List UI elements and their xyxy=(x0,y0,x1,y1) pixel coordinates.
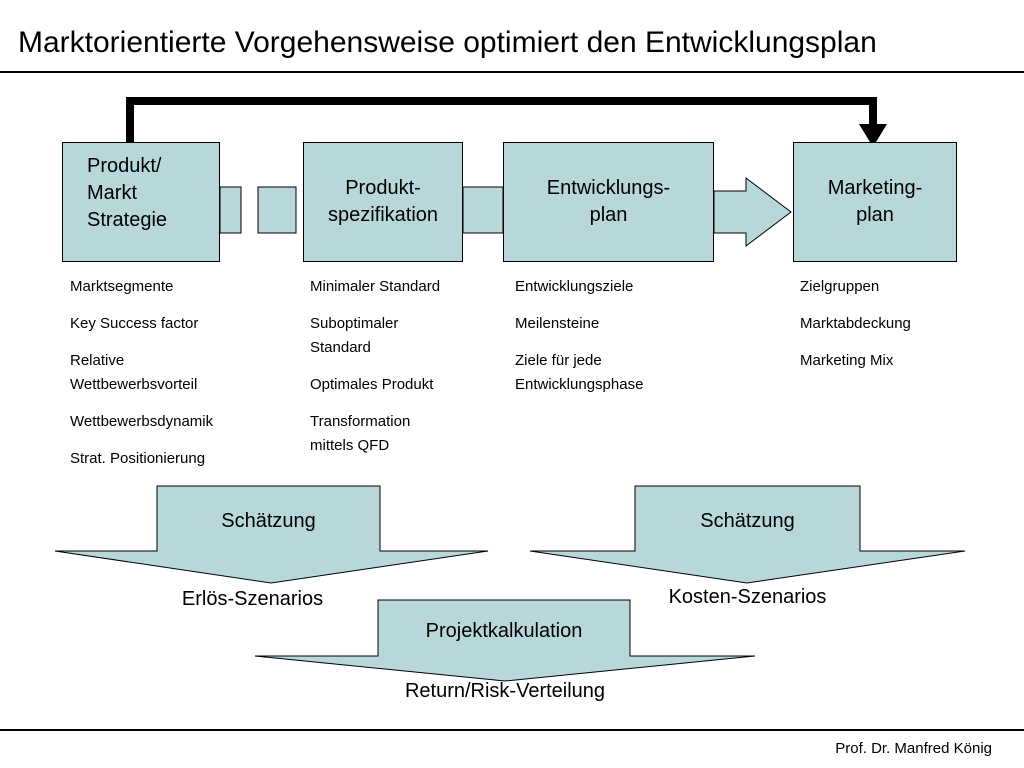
box-marketingplan: Marketing- plan xyxy=(793,142,957,262)
list-item: Minimaler Standard xyxy=(310,278,441,295)
estimation-right-label: Schätzung xyxy=(700,509,795,532)
connector-1a xyxy=(219,186,242,234)
column-spezifikation: Minimaler Standard Suboptimaler Standard… xyxy=(310,275,490,471)
column-entwicklungsplan: Entwicklungsziele Meilensteine Ziele für… xyxy=(515,275,710,410)
result-kosten-szenarios: Kosten-Szenarios xyxy=(668,586,827,608)
result-return-risk-verteilung: Return/Risk-Verteilung xyxy=(404,680,606,702)
estimation-left-label: Schätzung xyxy=(221,509,316,532)
feedback-arrow-line xyxy=(126,97,877,146)
list-item: Optimales Produkt xyxy=(310,376,434,393)
box-entwicklungsplan: Entwicklungs- plan xyxy=(503,142,714,262)
list-item: Meilensteine xyxy=(515,315,600,332)
right-arrow-connector-icon xyxy=(713,176,792,248)
box-produkt-markt-strategie: Produkt/ Markt Strategie xyxy=(62,142,220,262)
connector-2 xyxy=(462,186,504,234)
calculation-label: Projektkalkulation xyxy=(425,619,583,642)
list-item: Marktsegmente xyxy=(70,278,174,295)
list-item: Key Success factor xyxy=(70,315,199,332)
list-item: Relative Wettbewerbsvorteil xyxy=(70,352,198,393)
column-marketingplan: Zielgruppen Marktabdeckung Marketing Mix xyxy=(800,275,965,386)
author-credit: Prof. Dr. Manfred König xyxy=(835,740,992,757)
list-item: Wettbewerbsdynamik xyxy=(70,413,214,430)
slide-title: Marktorientierte Vorgehensweise optimier… xyxy=(18,26,877,59)
column-strategie: Marktsegmente Key Success factor Relativ… xyxy=(70,275,275,484)
list-item: Suboptimaler Standard xyxy=(310,315,399,356)
list-item: Entwicklungsziele xyxy=(515,278,634,295)
title-rule xyxy=(0,71,1024,73)
list-item: Strat. Positionierung xyxy=(70,450,206,467)
list-item: Marketing Mix xyxy=(800,352,894,369)
list-item: Transformation mittels QFD xyxy=(310,413,411,454)
box-produktspezifikation: Produkt- spezifikation xyxy=(303,142,463,262)
list-item: Zielgruppen xyxy=(800,278,880,295)
list-item: Ziele für jede Entwicklungsphase xyxy=(515,352,644,393)
connector-1b xyxy=(257,186,297,234)
result-erloes-szenarios: Erlös-Szenarios xyxy=(181,588,324,610)
list-item: Marktabdeckung xyxy=(800,315,911,332)
footer-rule xyxy=(0,729,1024,731)
